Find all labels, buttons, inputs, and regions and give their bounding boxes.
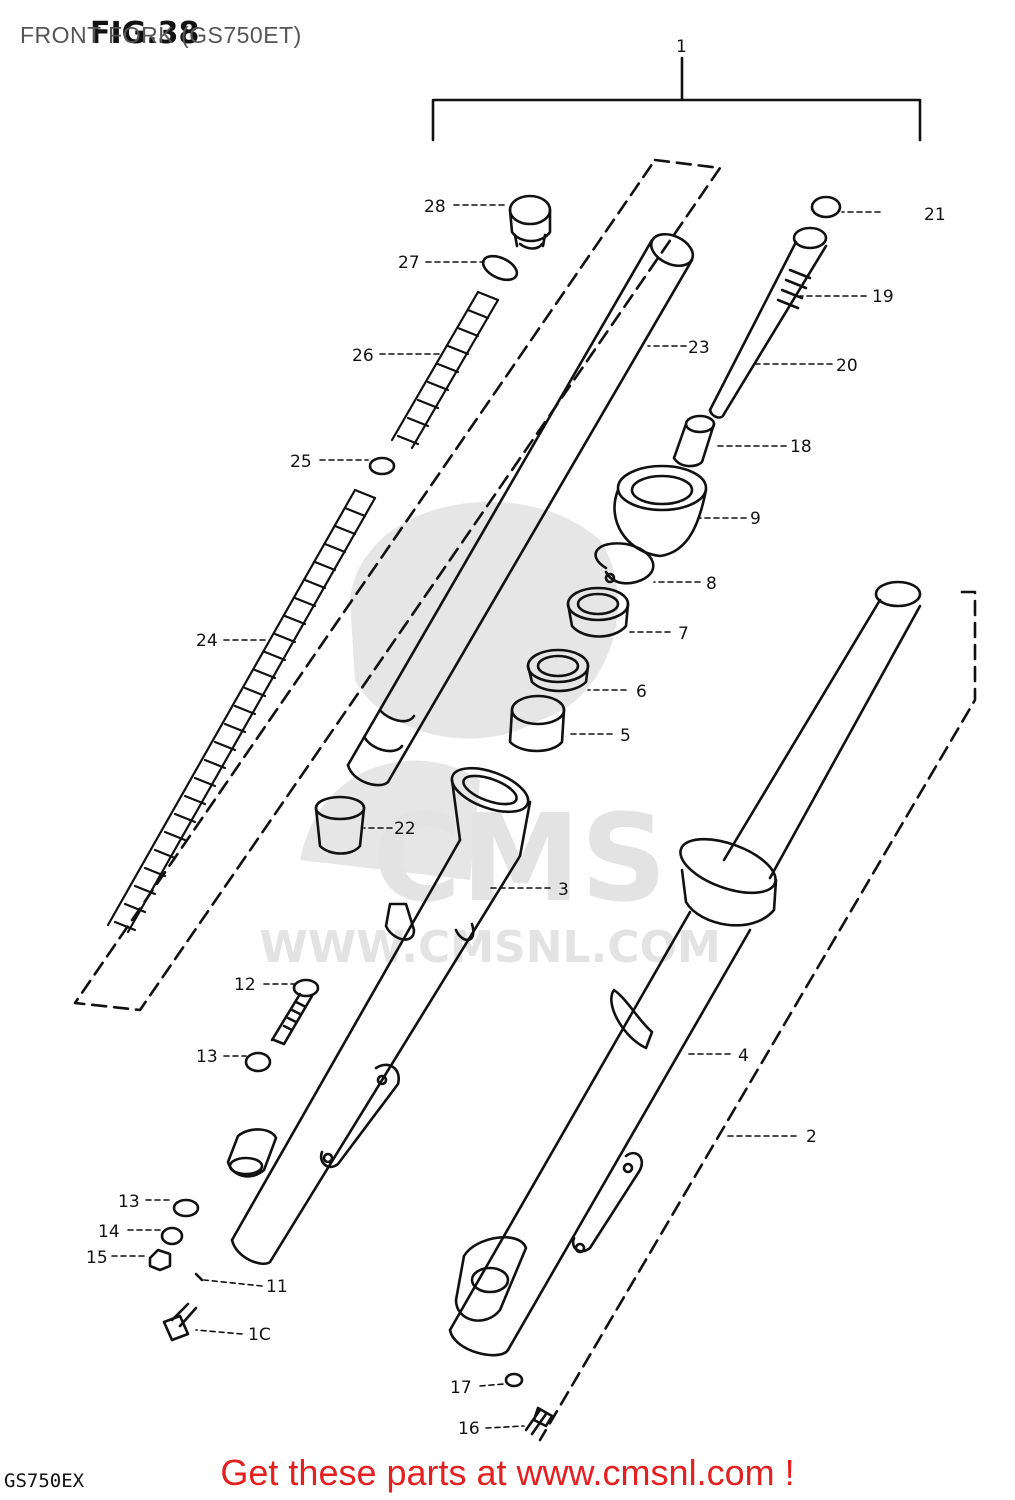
cmsnl-watermark: CMS WWW.CMSNL.COM: [259, 501, 721, 973]
drain-washer: [504, 1372, 524, 1388]
oil-seal: [566, 586, 630, 638]
callout-9: 9: [750, 509, 761, 529]
callout-5: 5: [620, 726, 631, 746]
callout-24: 24: [196, 631, 218, 651]
lower-bushing: [314, 795, 366, 855]
o-ring: [481, 254, 519, 282]
axle-clamp-bolt: [270, 978, 320, 1046]
callout-8: 8: [706, 574, 717, 594]
fork-spring: [106, 488, 377, 934]
callout-19: 19: [872, 287, 894, 307]
callout-25: 25: [290, 452, 312, 472]
drain-screw: [524, 1406, 554, 1436]
drain-bolt: [162, 1302, 198, 1342]
stud: [194, 1272, 204, 1282]
callout-18: 18: [790, 437, 812, 457]
callout-15: 15: [86, 1248, 108, 1268]
assembly-bracket: [431, 56, 922, 142]
washer-lower: [172, 1198, 200, 1218]
top-ring: [810, 195, 842, 219]
callout-3: 3: [558, 880, 569, 900]
callout-27: 27: [398, 253, 420, 273]
callout-17: 17: [450, 1378, 472, 1398]
callout-2: 2: [806, 1127, 817, 1147]
figure-number: FIG.38: [90, 16, 200, 51]
snap-ring: [594, 542, 655, 585]
callout-6: 6: [636, 682, 647, 702]
callout-20: 20: [836, 356, 858, 376]
page-title: FRONT FORK (GS750ET): [20, 22, 302, 48]
callout-16: 16: [458, 1419, 480, 1439]
callout-11: 11: [266, 1277, 288, 1297]
callout-labels: 28 27 26 25 24 23 21 19 20 18 9 8 7 6 5 …: [86, 37, 946, 1439]
callout-7: 7: [678, 624, 689, 644]
watermark-url: WWW.CMSNL.COM: [259, 922, 721, 973]
callout-14: 14: [98, 1222, 120, 1242]
inner-assembly-boundary: [73, 158, 722, 1012]
callout-13-lower: 13: [118, 1192, 140, 1212]
spring-washer: [368, 456, 396, 476]
outer-assembly-bracket: [538, 590, 977, 1442]
oil-lock-piece: [672, 414, 716, 468]
right-fork-assembly: [448, 580, 922, 1357]
dust-seal: [613, 464, 708, 558]
callout-4: 4: [738, 1046, 749, 1066]
seal-spacer: [526, 648, 590, 693]
inner-tube: [346, 232, 695, 787]
guide-bushing: [508, 694, 566, 753]
get-parts-link[interactable]: Get these parts at www.cmsnl.com !: [220, 1452, 795, 1493]
snap-ring-hole: [604, 572, 616, 584]
left-outer-tube: [226, 766, 532, 1265]
callout-1: 1: [676, 37, 687, 57]
short-spring: [390, 290, 500, 450]
damper-rod: [708, 226, 828, 419]
callout-13-upper: 13: [196, 1047, 218, 1067]
lock-washer: [160, 1226, 184, 1246]
callout-12: 12: [234, 975, 256, 995]
model-code: GS750EX: [4, 1470, 85, 1492]
callout-21: 21: [924, 205, 946, 225]
washer-upper: [244, 1051, 272, 1073]
callout-26: 26: [352, 346, 374, 366]
callout-28: 28: [424, 197, 446, 217]
callout-22: 22: [394, 819, 416, 839]
nut: [148, 1248, 172, 1272]
callout-10: 1C: [248, 1325, 271, 1345]
cap-bolt: [508, 194, 552, 250]
callout-23: 23: [688, 338, 710, 358]
